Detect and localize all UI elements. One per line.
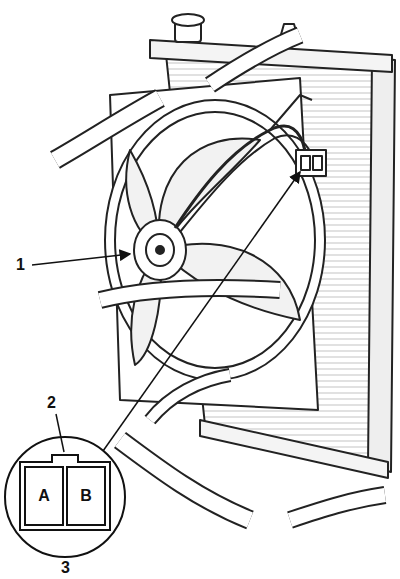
callout-number: 2: [45, 394, 58, 412]
pin-cell: B: [66, 466, 106, 526]
inset-circle: [5, 437, 125, 557]
leader-line: [32, 254, 130, 265]
callout-number: 1: [14, 256, 27, 274]
callout-number: 3: [59, 559, 72, 577]
pin-cell: A: [24, 466, 64, 526]
leader-line: [56, 414, 64, 452]
leader-line: [103, 172, 300, 451]
pin-name: A: [38, 487, 50, 505]
connector-outline: [20, 455, 110, 530]
pin-name: B: [80, 487, 92, 505]
